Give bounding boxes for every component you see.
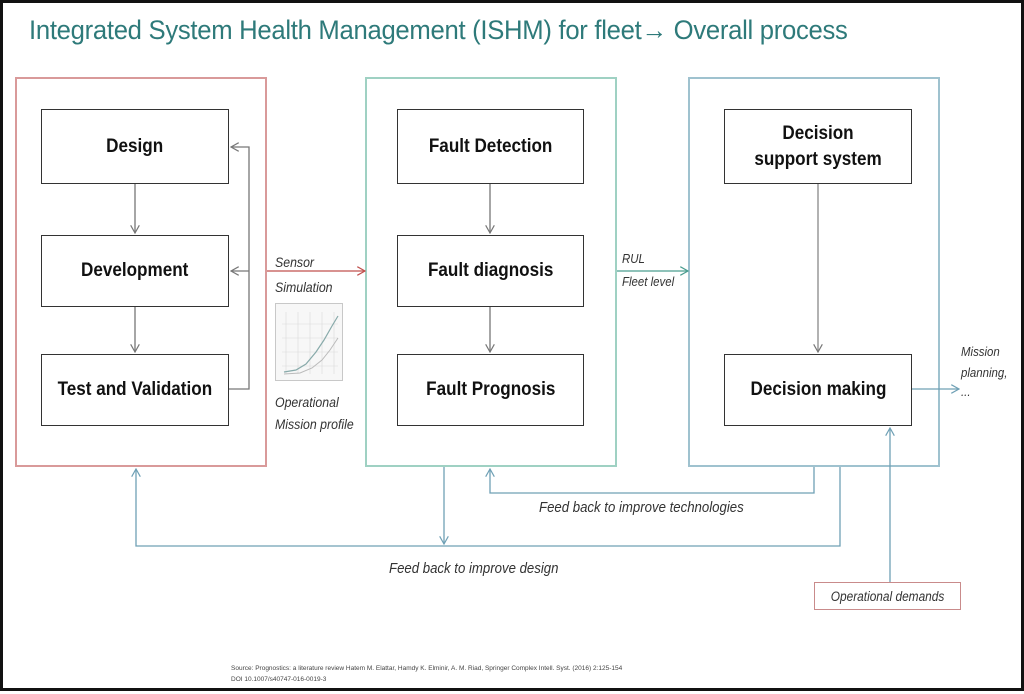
operational-label: Operational — [275, 394, 339, 410]
operational-demands-box: Operational demands — [814, 582, 961, 610]
decision-making-box: Decision making — [724, 354, 912, 426]
simulation-thumbnail — [275, 303, 343, 381]
development-label: Development — [81, 260, 189, 282]
fleet-level-label: Fleet level — [622, 274, 675, 289]
phm-group — [365, 77, 617, 467]
decision-making-label: Decision making — [750, 379, 886, 401]
feedback-design-line — [136, 467, 841, 547]
fault-diagnosis-box: Fault diagnosis — [397, 235, 584, 307]
operational-demands-label: Operational demands — [830, 588, 945, 604]
fault-prognosis-label: Fault Prognosis — [425, 379, 556, 401]
development-box: Development — [41, 235, 229, 307]
rul-label: RUL — [622, 251, 645, 266]
fault-detection-box: Fault Detection — [397, 109, 584, 184]
feedback-technologies-label: Feed back to improve technologies — [539, 499, 744, 516]
simulation-label: Simulation — [275, 279, 333, 295]
mission-profile-label: Mission profile — [275, 416, 354, 432]
ellipsis-label: ... — [961, 384, 971, 399]
decision-group — [688, 77, 940, 467]
decision-support-label: Decision support system — [754, 122, 882, 170]
decision-support-box: Decision support system — [724, 109, 912, 184]
source-line-2: DOI 10.1007/s40747-016-0019-3 — [231, 676, 327, 683]
fault-detection-label: Fault Detection — [428, 135, 553, 157]
design-box: Design — [41, 109, 229, 184]
feedback-design-label: Feed back to improve design — [389, 560, 559, 577]
page-title: Integrated System Health Management (ISH… — [29, 15, 848, 45]
test-validation-label: Test and Validation — [57, 379, 213, 401]
mission-label: Mission — [961, 344, 1000, 359]
lifecycle-group — [15, 77, 267, 467]
fault-prognosis-box: Fault Prognosis — [397, 354, 584, 426]
test-validation-box: Test and Validation — [41, 354, 229, 426]
fault-diagnosis-label: Fault diagnosis — [427, 260, 554, 282]
planning-label: planning, — [961, 365, 1008, 380]
source-line-1: Source: Prognostics: a literature review… — [231, 665, 623, 672]
loop-test-to-design — [229, 147, 250, 390]
sensor-label: Sensor — [275, 254, 315, 270]
design-label: Design — [106, 135, 164, 157]
feedback-technologies-line — [490, 467, 815, 494]
connector-arrows — [3, 3, 1024, 582]
source-citation: Source: Prognostics: a literature review… — [231, 663, 622, 685]
